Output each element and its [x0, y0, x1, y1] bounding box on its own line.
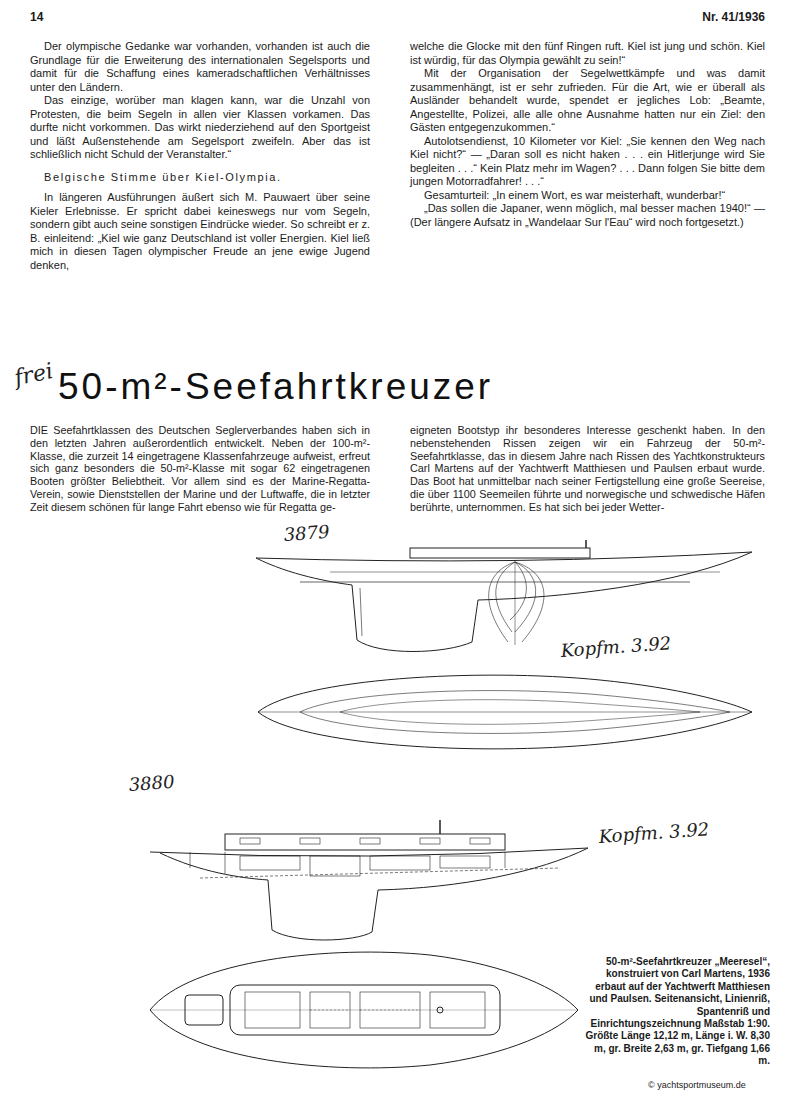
body-paragraph: welche die Glocke mit den fünf Ringen ru… [410, 40, 765, 67]
lines-plan [258, 675, 752, 749]
issue-number: Nr. 41/1936 [600, 10, 765, 24]
handwritten-note: Kopfm. 3.92 [560, 632, 672, 661]
article-paragraph: eigneten Bootstyp ihr besonderes Interes… [410, 424, 765, 514]
body-paragraph: Das einzige, worüber man klagen kann, wa… [30, 94, 370, 162]
body-paragraph: Mit der Organisation der Segelwettkämpfe… [410, 67, 765, 135]
body-paragraph: Der olympische Gedanke war vorhanden, vo… [30, 40, 370, 94]
text-column: DIE Seefahrtklassen des Deutschen Segler… [30, 424, 370, 514]
body-paragraph: „Das sollen die Japaner, wenn möglich, m… [410, 202, 765, 229]
figure-caption: 50-m²-Seefahrtkreuzer „Meeresel“, konstr… [584, 956, 770, 1068]
article-title: 50-m²-Seefahrtkreuzer [58, 366, 493, 408]
article-paragraph: DIE Seefahrtklassen des Deutschen Segler… [30, 424, 370, 514]
deck-plan [150, 952, 578, 1068]
watermark: © yachtsportmuseum.de [648, 1080, 746, 1091]
handwritten-note: Kopfm. 3.92 [598, 818, 710, 847]
body-paragraph: In längeren Ausführungen äußert sich M. … [30, 191, 370, 272]
handwritten-note: frei [12, 358, 55, 392]
section-heading: Belgische Stimme über Kiel-Olympia. [30, 171, 370, 185]
page-number: 14 [30, 10, 43, 24]
archive-number: 3879 [283, 521, 330, 546]
text-column: eigneten Bootstyp ihr besonderes Interes… [410, 424, 765, 514]
body-paragraph: Gesamturteil: „In einem Wort, es war mei… [410, 189, 765, 203]
text-column: welche die Glocke mit den fünf Ringen ru… [410, 40, 765, 229]
text-column: Der olympische Gedanke war vorhanden, vo… [30, 40, 370, 272]
interior-profile [150, 820, 588, 940]
body-paragraph: Autolotsendienst, 10 Kilometer vor Kiel:… [410, 135, 765, 189]
profile-view [256, 540, 752, 652]
archive-number: 3880 [128, 771, 175, 796]
